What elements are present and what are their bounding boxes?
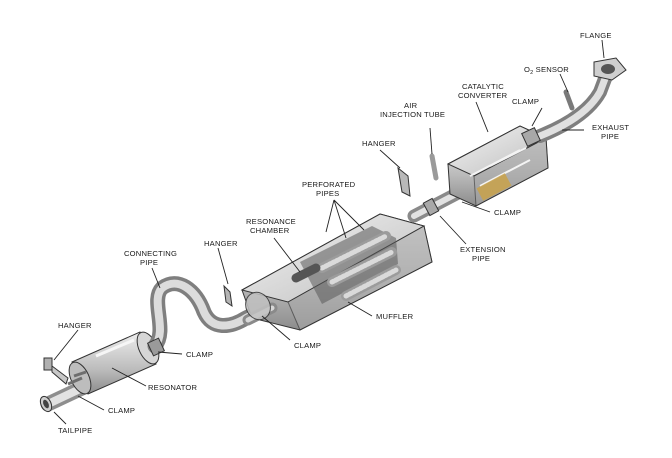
label-clamp-mid: CLAMP: [494, 208, 521, 217]
label-clamp-muffler: CLAMP: [294, 341, 321, 350]
label-clamp-tail: CLAMP: [108, 406, 135, 415]
label-connecting-pipe-2: PIPE: [140, 258, 158, 267]
label-hanger-mid: HANGER: [204, 239, 238, 248]
label-catalytic-converter-1: CATALYTIC: [462, 82, 504, 91]
exhaust-pipe-part: [521, 69, 613, 147]
catalytic-converter-part: [429, 125, 549, 207]
label-catalytic-converter-2: CONVERTER: [458, 91, 508, 100]
label-extension-pipe-2: PIPE: [472, 254, 490, 263]
exhaust-parts: [39, 57, 627, 413]
label-air-injection-1: AIR: [404, 101, 418, 110]
label-hanger-left: HANGER: [58, 321, 92, 330]
muffler-part: [240, 213, 433, 331]
perforated-pipes: [317, 231, 401, 301]
label-perforated-pipes-2: PIPES: [316, 189, 339, 198]
connecting-pipe-part: [146, 276, 270, 357]
hanger-top-part: [397, 166, 411, 197]
hanger-mid-part: [223, 284, 233, 308]
label-perforated-pipes-1: PERFORATED: [302, 180, 356, 189]
label-flange: FLANGE: [580, 31, 612, 40]
label-clamp-top: CLAMP: [512, 97, 539, 106]
part-labels: FLANGE O2 SENSOR CATALYTIC CONVERTER CLA…: [58, 31, 629, 435]
label-tailpipe: TAILPIPE: [58, 426, 92, 435]
label-hanger-top: HANGER: [362, 139, 396, 148]
label-connecting-pipe-1: CONNECTING: [124, 249, 177, 258]
label-resonance-chamber-1: RESONANCE: [246, 217, 296, 226]
label-exhaust-pipe-1: EXHAUST: [592, 123, 629, 132]
tailpipe-part: [39, 380, 90, 413]
hanger-left-part: [43, 357, 69, 385]
extension-pipe-part: [407, 185, 467, 223]
label-resonator: RESONATOR: [148, 383, 198, 392]
leader-lines: [53, 39, 605, 425]
label-clamp-resonator: CLAMP: [186, 350, 213, 359]
label-resonance-chamber-2: CHAMBER: [250, 226, 290, 235]
label-exhaust-pipe-2: PIPE: [601, 132, 619, 141]
label-muffler: MUFFLER: [376, 312, 414, 321]
label-o2-sensor: O2 SENSOR: [524, 65, 569, 76]
label-air-injection-2: INJECTION TUBE: [380, 110, 445, 119]
flange-part: [593, 57, 627, 81]
label-extension-pipe-1: EXTENSION: [460, 245, 506, 254]
